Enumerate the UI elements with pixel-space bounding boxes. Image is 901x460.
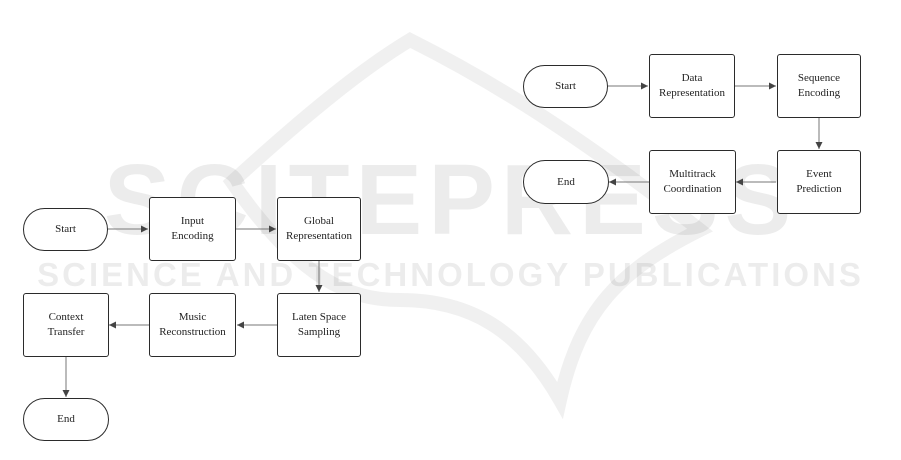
right-event-prediction-node: Event Prediction <box>777 150 861 214</box>
right-end-label: End <box>557 175 575 190</box>
left-end-label: End <box>57 412 75 427</box>
left-end-node: End <box>23 398 109 441</box>
left-start-label: Start <box>55 222 76 237</box>
right-data-representation-label: Data Representation <box>659 71 725 101</box>
left-global-representation-node: Global Representation <box>277 197 361 261</box>
left-input-encoding-node: Input Encoding <box>149 197 236 261</box>
left-latent-space-sampling-node: Laten Space Sampling <box>277 293 361 357</box>
left-global-representation-label: Global Representation <box>286 214 352 244</box>
left-input-encoding-label: Input Encoding <box>171 214 213 244</box>
right-start-label: Start <box>555 79 576 94</box>
left-start-node: Start <box>23 208 108 251</box>
right-data-representation-node: Data Representation <box>649 54 735 118</box>
right-start-node: Start <box>523 65 608 108</box>
right-event-prediction-label: Event Prediction <box>796 167 841 197</box>
left-music-reconstruction-node: Music Reconstruction <box>149 293 236 357</box>
left-context-transfer-label: Context Transfer <box>48 310 85 340</box>
right-end-node: End <box>523 160 609 204</box>
left-music-reconstruction-label: Music Reconstruction <box>159 310 226 340</box>
right-sequence-encoding-label: Sequence Encoding <box>798 71 840 101</box>
right-multitrack-coordination-label: Multitrack Coordination <box>663 167 721 197</box>
left-latent-space-sampling-label: Laten Space Sampling <box>292 310 346 340</box>
right-multitrack-coordination-node: Multitrack Coordination <box>649 150 736 214</box>
left-context-transfer-node: Context Transfer <box>23 293 109 357</box>
right-sequence-encoding-node: Sequence Encoding <box>777 54 861 118</box>
